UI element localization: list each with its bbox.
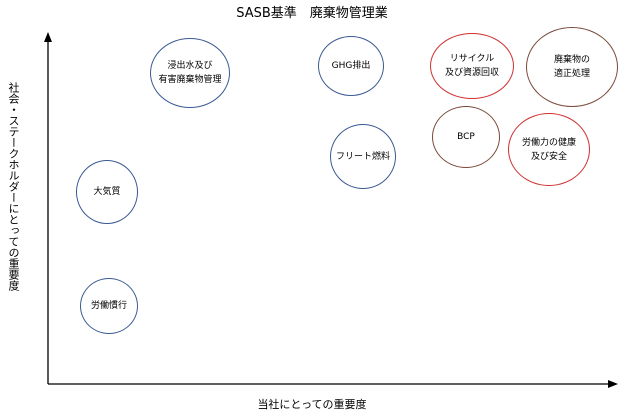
topic-bubble-labor-practices: 労働慣行	[80, 278, 138, 334]
topic-bubble-leachate: 浸出水及び 有害廃棄物管理	[150, 38, 230, 108]
x-axis-arrow-icon	[608, 380, 618, 388]
topic-bubble-recycling: リサイクル 及び資源回収	[430, 33, 514, 99]
topic-label: 浸出水及び 有害廃棄物管理	[158, 61, 222, 85]
topic-label: フリート燃料	[335, 151, 390, 162]
topic-bubble-air-quality: 大気質	[76, 160, 138, 224]
x-axis-label: 当社にとっての重要度	[257, 398, 367, 411]
topic-bubble-ghg: GHG排出	[318, 36, 384, 96]
topic-label: 労働慣行	[90, 301, 127, 311]
y-axis-label: 社会・ステークホルダーにとっての重要度	[7, 82, 20, 291]
topic-label: 大気質	[93, 187, 121, 197]
y-axis-arrow-icon	[44, 32, 52, 42]
topic-bubble-fleet-fuel: フリート燃料	[330, 124, 396, 189]
diagram-title: SASB基準 廃棄物管理業	[236, 6, 388, 21]
topic-bubble-health-safety: 労働力の健康 及び安全	[508, 113, 590, 186]
topic-bubble-waste-disposal: 廃棄物の 適正処理	[526, 27, 618, 107]
topic-label: GHG排出	[331, 61, 371, 71]
topic-label: 労働力の健康 及び安全	[521, 137, 576, 162]
topic-label: BCP	[457, 132, 475, 142]
topic-label: 廃棄物の 適正処理	[553, 55, 590, 79]
topic-bubble-bcp: BCP	[432, 106, 500, 168]
topic-label: リサイクル 及び資源回収	[444, 54, 499, 78]
